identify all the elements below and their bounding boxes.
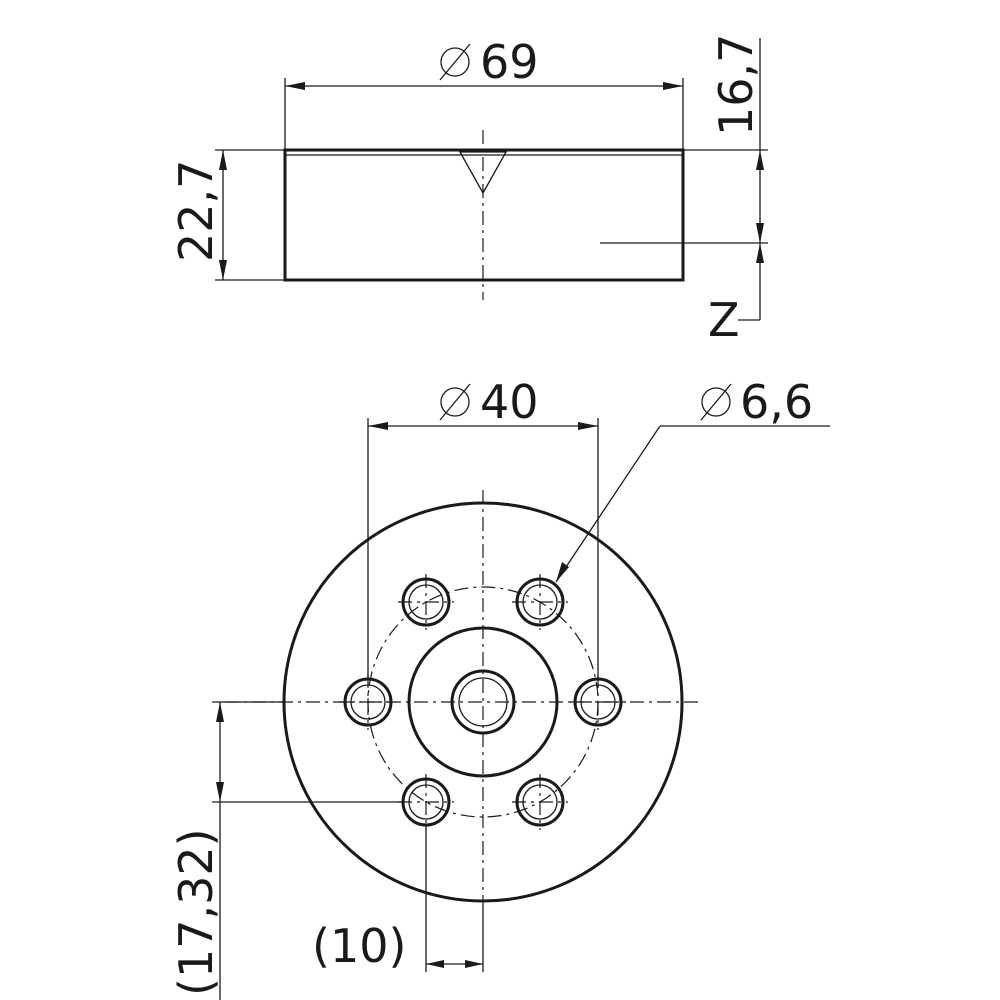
top-view bbox=[225, 490, 700, 905]
bolt-hole bbox=[570, 674, 626, 730]
dimension-hole-diameter: 6,6 bbox=[555, 375, 830, 583]
central-boss bbox=[407, 626, 559, 778]
central-bore-inner bbox=[458, 677, 508, 727]
z-offset-value: 16,7 bbox=[709, 34, 763, 136]
total-height-value: 22,7 bbox=[169, 160, 223, 262]
pitch-circle-value: 40 bbox=[480, 375, 539, 429]
z-label: Z bbox=[708, 293, 740, 347]
dimension-total-height: 22,7 bbox=[169, 149, 285, 281]
dimension-outer-diameter: 69 bbox=[284, 35, 684, 150]
diameter-icon bbox=[439, 43, 471, 81]
pitch-circle bbox=[367, 586, 599, 818]
dimension-pitch-circle: 40 bbox=[367, 375, 599, 679]
bolt-hole bbox=[512, 774, 568, 830]
diameter-icon bbox=[700, 383, 732, 421]
side-view bbox=[283, 130, 685, 300]
bolt-hole bbox=[512, 574, 568, 630]
dimension-hole-offset-y: (17,32) bbox=[169, 701, 403, 1000]
side-view-body bbox=[283, 148, 685, 282]
bolt-hole bbox=[398, 574, 454, 630]
hole-offset-x-value: (10) bbox=[312, 919, 406, 973]
bolt-holes bbox=[340, 574, 626, 830]
dimension-z-offset: 16,7 Z bbox=[600, 34, 768, 347]
central-bore-outer bbox=[450, 669, 516, 735]
dimension-hole-offset-x: (10) bbox=[312, 825, 484, 973]
bolt-hole bbox=[340, 674, 396, 730]
outer-diameter-value: 69 bbox=[480, 35, 539, 89]
diameter-icon bbox=[439, 383, 471, 421]
bolt-hole bbox=[398, 774, 454, 830]
hole-diameter-value: 6,6 bbox=[740, 375, 813, 429]
hole-offset-y-value: (17,32) bbox=[169, 828, 223, 996]
